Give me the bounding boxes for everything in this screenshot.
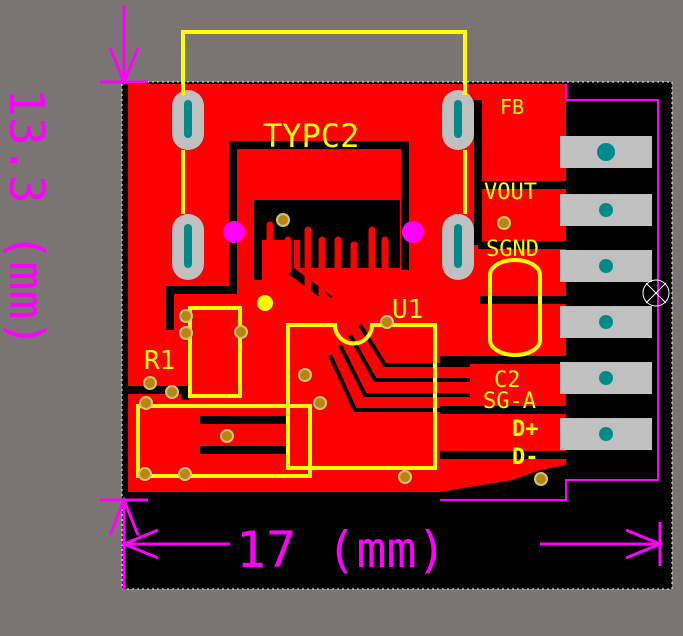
edge-connector (560, 136, 652, 450)
board-outline-dotted (121, 81, 673, 590)
label-vout: VOUT (484, 180, 537, 205)
label-c2: C2 (494, 368, 521, 393)
origin-marker (642, 279, 670, 307)
usb-signal-traces (266, 221, 389, 314)
usb-connector-outline (181, 30, 467, 95)
pin1-marker (257, 295, 273, 311)
copper-pour-main (128, 84, 566, 492)
test-point-right (402, 221, 424, 243)
label-r1: R1 (144, 346, 175, 376)
label-fb: FB (500, 95, 524, 119)
label-sg-a: SG-A (483, 389, 536, 414)
c2-outline (488, 258, 542, 357)
copper-layer (128, 84, 566, 492)
test-point-left (223, 221, 245, 243)
label-width-dimension: 17 (mm) (236, 521, 447, 579)
label-d-plus: D+ (512, 417, 539, 442)
label-d-minus: D- (512, 445, 539, 470)
r1-outline (188, 306, 242, 398)
label-sgnd: SGND (486, 237, 539, 262)
vias (138, 213, 548, 486)
usb-mount-slots (172, 90, 474, 280)
usb-pin-clearance (262, 200, 400, 268)
board-edge-outline (440, 84, 659, 501)
u1-outline (286, 323, 437, 470)
label-height-dimension: 13.3 (mm) (0, 88, 54, 348)
label-u1: U1 (392, 295, 423, 325)
label-typc2: TYPC2 (263, 117, 359, 155)
silkscreen-outlines (136, 30, 542, 478)
silkscreen-labels: TYPC2 FB VOUT SGND U1 R1 C2 SG-A D+ D- (144, 95, 539, 470)
lower-component-outline (136, 404, 312, 478)
dimension-width (120, 522, 664, 566)
copper-finger-1 (486, 132, 566, 172)
